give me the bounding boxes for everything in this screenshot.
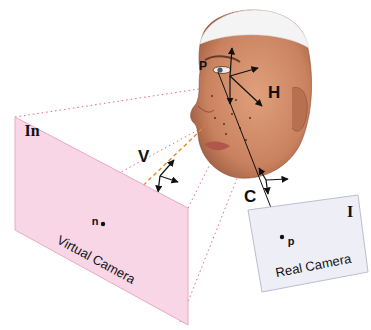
ear — [292, 87, 307, 131]
point-label: P — [199, 60, 207, 72]
hair-cap — [200, 10, 309, 48]
axis-label: C — [244, 188, 256, 205]
axis-label: H — [268, 84, 280, 101]
camera-image-plane: IReal Camerap — [246, 193, 370, 294]
plane-outline — [14, 116, 190, 328]
plane-symbol: In — [24, 123, 39, 139]
face — [191, 10, 312, 178]
projection-point — [280, 235, 284, 239]
virtual-axes — [158, 160, 178, 192]
feature-dots — [211, 95, 251, 141]
iris — [217, 67, 222, 72]
axis-label: V — [138, 148, 149, 165]
eyebrow — [205, 56, 240, 62]
projection-point — [101, 222, 105, 226]
plane-symbol: I — [347, 204, 353, 220]
lips — [204, 142, 230, 151]
point-label: p — [288, 236, 295, 247]
nose — [198, 106, 214, 112]
head-axes — [230, 48, 262, 106]
camera-image-plane: InVirtual Cameran — [14, 116, 190, 328]
camera-axes — [259, 168, 288, 194]
plane-fill — [15, 117, 188, 325]
plane-fill — [248, 195, 368, 292]
point-label: n — [92, 216, 99, 227]
eye — [213, 67, 231, 74]
